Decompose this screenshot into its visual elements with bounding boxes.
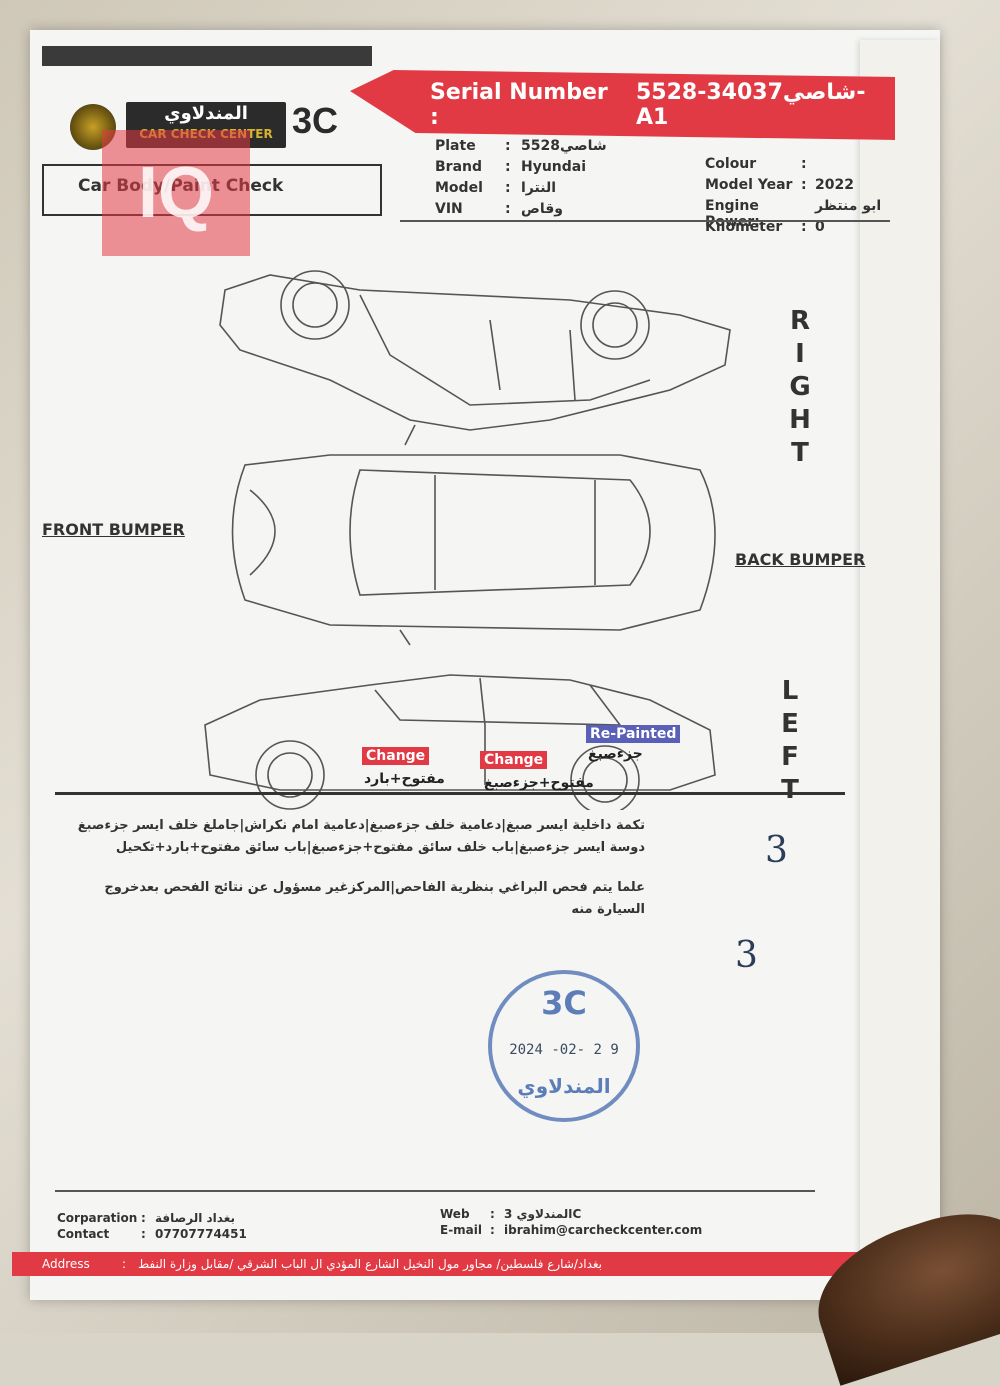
page-edge (860, 40, 940, 1290)
front-bumper-label: FRONT BUMPER (42, 520, 185, 539)
back-bumper-label: BACK BUMPER (735, 550, 866, 569)
email-row: E-mail : ibrahim@carcheckcenter.com (440, 1223, 702, 1237)
engine-label: Engine Power: (705, 198, 760, 230)
section-divider (55, 792, 845, 795)
repainted-note: جزءصبغ (588, 746, 643, 762)
engine-value: ابو منتظر (815, 198, 882, 214)
brand-label: Brand (435, 159, 483, 175)
plate-row: Plate : شاصي5528 (435, 138, 607, 154)
right-label: R I G H T (789, 306, 811, 468)
change-tag-front-door: Change (362, 747, 430, 765)
address-label: Address (42, 1257, 90, 1271)
plate-label: Plate (435, 138, 476, 154)
inspection-sheet: Serial Number : شاصي34037-5528-A1 المندل… (12, 30, 940, 1300)
inspector-mark: 3 (765, 830, 788, 871)
car-diagram: R I G H T L E F T FRONT BUMPER BACK BUMP… (30, 230, 940, 815)
colon: : (141, 1227, 146, 1241)
notes-line-2: دوسة ايسر جزءصبغ|باب خلف سائق مفتوح+جزءص… (115, 840, 645, 855)
colon: : (490, 1223, 495, 1237)
web-row: Web : المندلاوي 3C (440, 1207, 581, 1221)
repainted-tag: Re-Painted (586, 725, 681, 743)
corp-label: Corparation (57, 1211, 138, 1225)
iq-watermark: IQ (102, 130, 250, 256)
rear-door-note: مفتوح+جزءصبغ (484, 775, 594, 791)
email-value[interactable]: ibrahim@carcheckcenter.com (504, 1223, 703, 1237)
address-value: بغداد/شارع فلسطين/ مجاور مول النخيل الشا… (138, 1257, 603, 1271)
vin-value: وقاص (521, 201, 563, 217)
serial-value: شاصي34037-5528-A1 (635, 80, 866, 130)
brand-row: Brand : Hyundai (435, 159, 586, 175)
footer-divider (55, 1190, 815, 1192)
header-dark-bar (42, 46, 372, 66)
top-view (231, 424, 716, 646)
contact-value: 07707774451 (155, 1227, 247, 1241)
model-row: Model : النترا (435, 180, 556, 196)
colon: : (505, 180, 511, 196)
left-side-view (204, 674, 716, 815)
plate-value: شاصي5528 (521, 138, 607, 154)
km-value: 0 (815, 219, 825, 235)
change-tag-rear-door: Change (480, 751, 548, 769)
info-divider (400, 220, 890, 222)
km-label: Kilometer (705, 219, 783, 235)
contact-row: Contact : 07707774451 (57, 1227, 247, 1241)
colon: : (801, 177, 807, 193)
contact-label: Contact (57, 1227, 110, 1241)
corporation-row: Corparation : بغداد الرصافة (57, 1211, 235, 1225)
corp-value: بغداد الرصافة (155, 1211, 235, 1225)
stamp-name: المندلاوي (517, 1074, 611, 1098)
web-label: Web (440, 1207, 470, 1221)
colon: : (141, 1211, 146, 1225)
colon: : (122, 1257, 127, 1271)
notes-line-1: تكمة داخلية ايسر صبغ|دعامية خلف جزءصبغ|د… (77, 818, 645, 833)
footer: Corparation : بغداد الرصافة Contact : 07… (55, 1205, 855, 1255)
right-side-view (219, 270, 731, 431)
company-stamp: 3C 2024 -02- 2 9 المندلاوي (488, 970, 640, 1122)
colour-label: Colour (705, 156, 757, 172)
inspection-notes: تكمة داخلية ايسر صبغ|دعامية خلف جزءصبغ|د… (75, 815, 645, 921)
colour-row: Colour : (705, 156, 815, 172)
colon: : (505, 201, 511, 217)
model-label: Model (435, 180, 483, 196)
engine-row: Engine Power: ابو منتظر (705, 198, 881, 230)
web-value[interactable]: المندلاوي 3C (504, 1207, 582, 1221)
stamp-date: 2024 -02- 2 9 (509, 1042, 619, 1058)
serial-label: Serial Number : (430, 80, 608, 130)
logo-3c: 3C (292, 100, 339, 141)
colon: : (505, 159, 511, 175)
year-value: 2022 (815, 177, 854, 193)
email-label: E-mail (440, 1223, 483, 1237)
km-row: Kilometer : 0 (705, 219, 825, 235)
car-outline-drawings (204, 270, 731, 815)
left-label: L E F T (781, 676, 799, 805)
address-bar: Address : بغداد/شارع فلسطين/ مجاور مول ا… (12, 1252, 857, 1276)
vehicle-info: Plate : شاصي5528 Brand : Hyundai Model :… (435, 138, 895, 248)
logo-arabic-name: المندلاوي (164, 103, 248, 124)
inspector-mark: 3 (735, 935, 758, 976)
stamp-logo: 3C (541, 984, 587, 1022)
colon: : (490, 1207, 495, 1221)
vin-row: VIN : وقاص (435, 201, 563, 217)
serial-banner: Serial Number : شاصي34037-5528-A1 (350, 70, 895, 140)
vin-label: VIN (435, 201, 463, 217)
colon: : (801, 219, 807, 235)
brand-value: Hyundai (521, 159, 587, 175)
colon: : (801, 156, 807, 172)
disclaimer: علما يتم فحص البراغي بنظرية الفاحص|المرك… (104, 880, 645, 917)
year-row: Model Year : 2022 (705, 177, 854, 193)
front-door-note: مفتوح+بارد (364, 771, 445, 787)
model-value: النترا (521, 180, 556, 196)
colon: : (505, 138, 511, 154)
year-label: Model Year (705, 177, 793, 193)
